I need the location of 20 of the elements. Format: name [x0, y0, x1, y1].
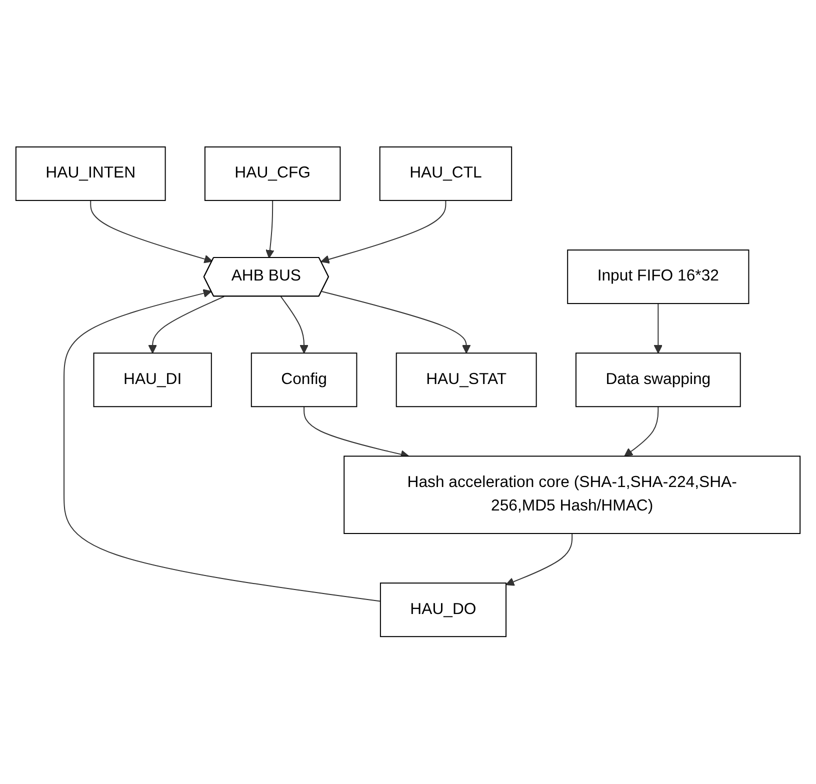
node-box: Config: [250, 352, 358, 408]
node-box: HAU_DO: [380, 582, 506, 638]
node-box: HAU_CFG: [204, 146, 341, 202]
arrow: [654, 303, 663, 354]
node-box: HAU_INTEN: [15, 146, 166, 202]
node-box: HAU_STAT: [396, 352, 537, 408]
arrow: [266, 200, 274, 259]
arrow: [90, 200, 213, 264]
node-box: Data swapping: [575, 352, 741, 408]
node-box: Input FIFO 16*32: [567, 250, 750, 304]
arrow: [148, 296, 225, 354]
arrow: [320, 200, 446, 264]
arrow: [624, 406, 659, 457]
arrow: [321, 291, 471, 354]
arrow: [280, 296, 308, 354]
arrow: [64, 289, 381, 602]
node-box: HAU_CTL: [379, 146, 512, 202]
node-box: HAU_DI: [93, 352, 212, 408]
node-box: Hash acceleration core (SHA-1,SHA-224,SHA-256,MD5 Hash/HMAC): [344, 456, 801, 534]
arrow: [506, 533, 573, 586]
